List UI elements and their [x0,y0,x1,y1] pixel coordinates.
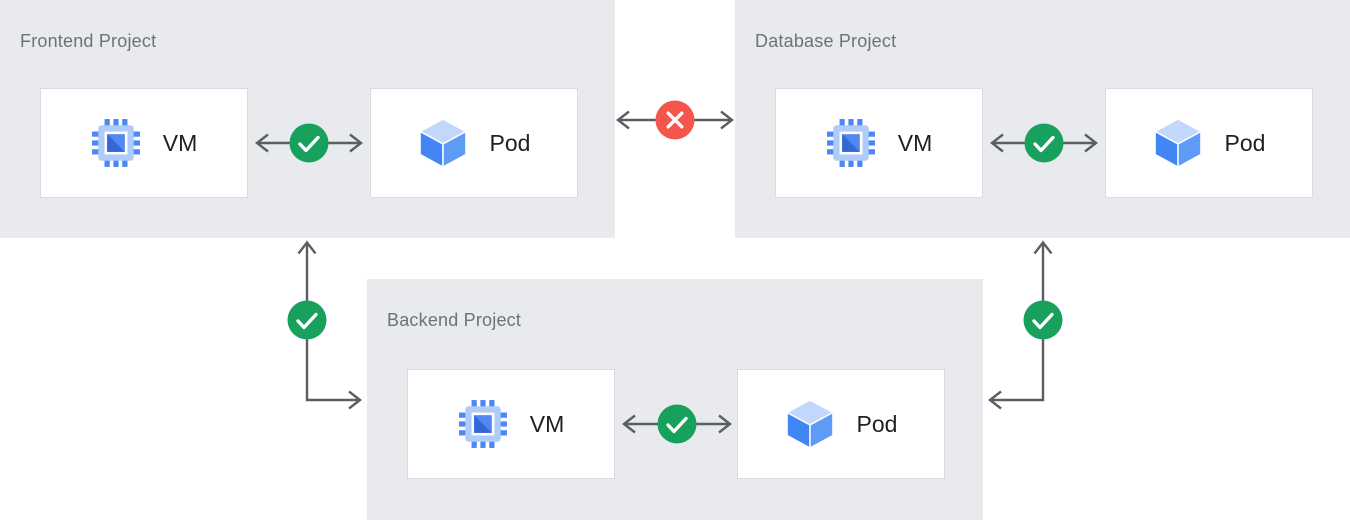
vm-chip-icon [91,118,141,168]
node-label-pod: Pod [489,129,531,156]
link-frontend-database [616,100,734,140]
cross-circle-icon [655,100,695,140]
arrowhead-right [348,390,362,410]
node-label-pod: Pod [1224,129,1266,156]
link-frontend-backend [287,240,362,410]
node-label-vm: VM [897,129,933,156]
arrow-line [990,243,1045,402]
cross-mark [666,111,684,129]
arrowhead-right [720,110,734,130]
project-panel-backend: Backend Project VM Pod [367,279,983,520]
arrowhead-left [988,390,1002,410]
link-database-backend [988,240,1063,410]
arrowhead-up [297,240,317,255]
node-card-database-pod: Pod [1105,88,1313,198]
project-title-frontend: Frontend Project [20,31,157,51]
node-card-frontend-vm: VM [40,88,248,198]
pod-cube-icon [418,118,468,168]
pod-cube-icon [1153,118,1203,168]
arrowhead-up [1033,240,1053,255]
node-card-frontend-pod: Pod [370,88,578,198]
node-card-backend-pod: Pod [737,369,945,479]
arrowhead-left [616,110,630,130]
project-panel-database: Database Project VM Pod [735,0,1350,238]
node-card-database-vm: VM [775,88,983,198]
arrow-line [305,243,360,402]
check-mark [296,312,318,330]
check-circle-icon [287,300,327,340]
check-mark [1032,312,1054,330]
project-title-backend: Backend Project [387,310,522,330]
node-card-backend-vm: VM [407,369,615,479]
vm-chip-icon [458,399,508,449]
vm-chip-icon [826,118,876,168]
node-label-vm: VM [529,410,565,437]
check-circle-icon [1023,300,1063,340]
project-panel-frontend: Frontend Project VM Pod [0,0,615,238]
pod-cube-icon [785,399,835,449]
project-title-database: Database Project [755,31,897,51]
node-label-vm: VM [162,129,198,156]
node-label-pod: Pod [856,410,898,437]
